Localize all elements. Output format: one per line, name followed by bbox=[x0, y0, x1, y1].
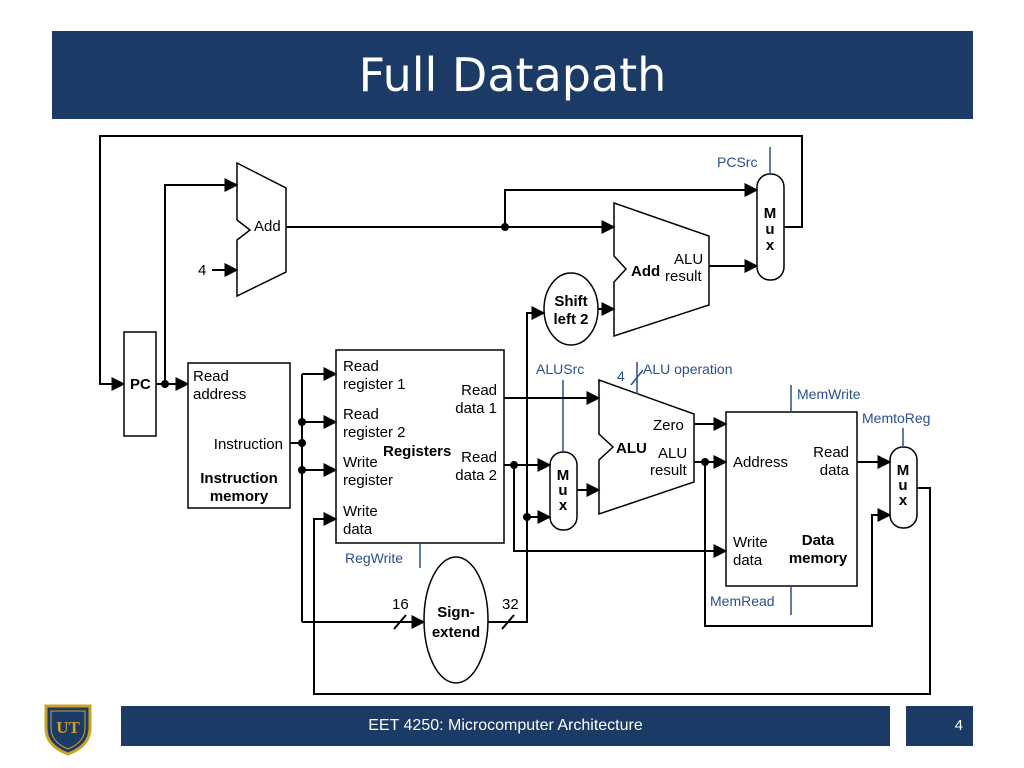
instruction-memory bbox=[187, 362, 291, 509]
shift-label-1: Shift bbox=[554, 293, 587, 310]
dmem-rd-b: data bbox=[820, 462, 850, 479]
shift-label-2: left 2 bbox=[553, 311, 588, 328]
dmem-rd-a: Read bbox=[813, 444, 849, 461]
branch-adder-result-1: ALU bbox=[674, 251, 703, 268]
rf-rd2-b: data 2 bbox=[455, 467, 497, 484]
pc-label: PC bbox=[130, 376, 151, 393]
alu-result-2: result bbox=[650, 462, 688, 479]
shield-crest-icon: UT bbox=[44, 704, 92, 756]
alu-op-bits: 4 bbox=[617, 368, 625, 384]
rf-wr-b: register bbox=[343, 472, 393, 489]
rf-rd1-b: data 1 bbox=[455, 400, 497, 417]
sign-extend-label-2: extend bbox=[432, 624, 480, 641]
alu-operation-slash bbox=[630, 369, 644, 386]
rf-name: Registers bbox=[383, 443, 451, 460]
imem-name-2: memory bbox=[210, 488, 269, 505]
rf-rr1-a: Read bbox=[343, 358, 379, 375]
memwrite-signal: MemWrite bbox=[797, 386, 861, 402]
memtoreg-signal: MemtoReg bbox=[862, 410, 930, 426]
pcsrc-mux-x: x bbox=[766, 237, 775, 254]
dmem-name-1: Data bbox=[802, 532, 835, 549]
rf-rr1-b: register 1 bbox=[343, 376, 406, 393]
alusrc-mux-u: u bbox=[558, 482, 567, 499]
dmem-wd-a: Write bbox=[733, 534, 768, 551]
regwrite-signal: RegWrite bbox=[345, 550, 403, 566]
pc-adder-constant: 4 bbox=[198, 262, 206, 279]
rf-rd2-a: Read bbox=[461, 449, 497, 466]
alu-operation-signal: ALU operation bbox=[643, 361, 733, 377]
memtoreg-mux-x: x bbox=[899, 492, 908, 509]
title-bar: Full Datapath bbox=[52, 31, 973, 119]
memtoreg-mux-u: u bbox=[898, 477, 907, 494]
footer-bar: EET 4250: Microcomputer Architecture bbox=[121, 706, 890, 746]
dmem-wd-b: data bbox=[733, 552, 763, 569]
alusrc-mux-m: M bbox=[557, 467, 570, 484]
alu-result-1: ALU bbox=[658, 445, 687, 462]
imem-name-1: Instruction bbox=[200, 470, 278, 487]
imem-read-label: Read bbox=[193, 368, 229, 385]
rf-rr2-b: register 2 bbox=[343, 424, 406, 441]
alusrc-signal: ALUSrc bbox=[536, 361, 584, 377]
pcsrc-signal: PCSrc bbox=[717, 154, 757, 170]
pcsrc-mux-m: M bbox=[764, 205, 777, 222]
sign-extend-label-1: Sign- bbox=[437, 604, 475, 621]
imem-address-label: address bbox=[193, 386, 246, 403]
imem-instruction-label: Instruction bbox=[214, 436, 283, 453]
memread-signal: MemRead bbox=[710, 593, 775, 609]
slide-title: Full Datapath bbox=[358, 48, 667, 102]
sign-extend-out-bits: 32 bbox=[502, 596, 519, 613]
pc-register bbox=[123, 331, 157, 437]
logo-text: UT bbox=[56, 718, 80, 737]
sign-extend-in-bits: 16 bbox=[392, 596, 409, 613]
memtoreg-mux-m: M bbox=[897, 462, 910, 479]
branch-adder-label: Add bbox=[631, 263, 660, 280]
page-number-box: 4 bbox=[906, 706, 973, 746]
rf-wd-a: Write bbox=[343, 503, 378, 520]
rf-wd-b: data bbox=[343, 521, 373, 538]
rf-wr-a: Write bbox=[343, 454, 378, 471]
branch-adder-result-2: result bbox=[665, 268, 703, 285]
pcsrc-mux-u: u bbox=[765, 221, 774, 238]
datapath-wires bbox=[99, 135, 931, 695]
pc-adder-label: Add bbox=[254, 218, 281, 235]
rf-rd1-a: Read bbox=[461, 382, 497, 399]
rf-rr2-a: Read bbox=[343, 406, 379, 423]
alu-name: ALU bbox=[616, 440, 647, 457]
page-number: 4 bbox=[954, 717, 963, 734]
dmem-name-2: memory bbox=[789, 550, 848, 567]
course-label: EET 4250: Microcomputer Architecture bbox=[368, 717, 643, 734]
dmem-address-label: Address bbox=[733, 454, 788, 471]
alusrc-mux-x: x bbox=[559, 497, 568, 514]
junction-dots bbox=[161, 223, 709, 521]
alu-zero-label: Zero bbox=[653, 417, 684, 434]
